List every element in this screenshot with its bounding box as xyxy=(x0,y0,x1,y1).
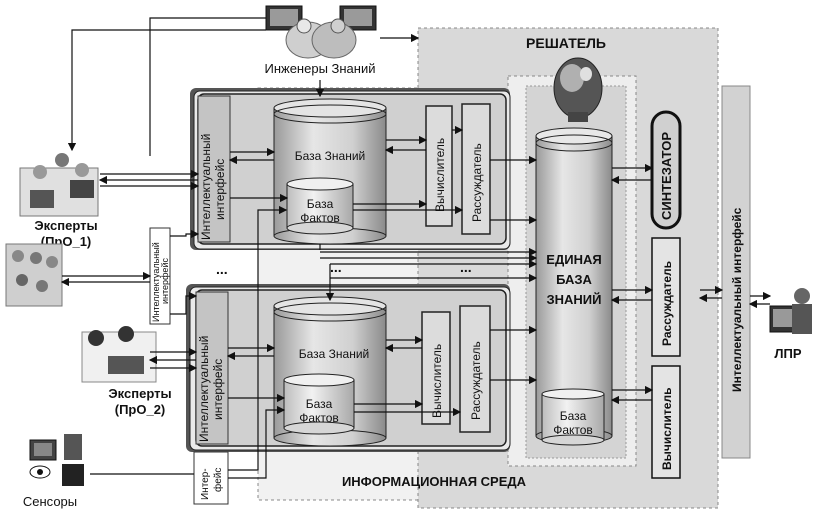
experts-2-sub: (ПрО_2) xyxy=(115,402,166,417)
reasoner-1-label: Рассуждатель xyxy=(470,143,484,222)
unified-facts-line2: Фактов xyxy=(553,423,593,437)
solver-title: РЕШАТЕЛЬ xyxy=(526,35,606,51)
experts-2-label: Эксперты xyxy=(108,386,171,401)
dm-interface-label: Интеллектуальный интерфейс xyxy=(730,207,744,392)
sensor-iface-line1: Интер- xyxy=(200,468,211,500)
unified-kb-body xyxy=(535,135,613,437)
module-1-iface-line1: Интеллектуальный xyxy=(199,134,213,240)
facts-1-top xyxy=(286,177,354,191)
facts-2-line2: Фактов xyxy=(299,411,339,425)
calculator-2-label: Вычислитель xyxy=(430,344,444,418)
facts-2-line1: База xyxy=(306,397,333,411)
calculator-1-label: Вычислитель xyxy=(433,138,447,212)
kb-1-label: База Знаний xyxy=(295,149,366,163)
unified-kb-line2: БАЗА xyxy=(556,272,592,287)
solver-reasoner-label: Рассуждатель xyxy=(660,261,674,346)
unified-kb-line1: ЕДИНАЯ xyxy=(546,252,601,267)
sensor-iface-line2: фейс xyxy=(212,468,224,492)
ellipsis-2: ... xyxy=(330,259,342,275)
solver-reasoner-box xyxy=(651,237,681,357)
synthesizer-label: СИНТЕЗАТОР xyxy=(659,132,674,220)
facts-1-line1: База xyxy=(307,197,334,211)
experts-1-icon xyxy=(19,153,99,217)
kb-2-top-ring xyxy=(273,302,387,322)
kb-1-top xyxy=(273,98,387,118)
sensors-label: Сенсоры xyxy=(23,494,77,509)
unified-kb-top-ring xyxy=(535,134,613,152)
connections xyxy=(60,17,772,479)
unified-facts-bottom xyxy=(541,434,605,446)
unified-kb-top xyxy=(535,127,613,145)
small-iface-line1: Интеллектуальный xyxy=(151,242,161,322)
users-group-icon xyxy=(5,243,63,307)
facts-1-bottom xyxy=(286,221,354,235)
ellipsis-1: ... xyxy=(216,261,228,277)
facts-2-bottom xyxy=(283,421,355,435)
sensor-iface-box xyxy=(193,451,229,505)
reasoner-2-label: Рассуждатель xyxy=(469,341,483,420)
brain-head-icon xyxy=(553,57,603,122)
solver-calculator-label: Вычислитель xyxy=(660,388,674,470)
module-1-iface-line2: интерфейс xyxy=(213,159,227,220)
experts-1-label: Эксперты xyxy=(34,218,97,233)
kb-1-top-ring xyxy=(273,104,387,124)
module-2-iface xyxy=(195,291,229,445)
dm-interface-bar xyxy=(721,85,751,459)
dm-label: ЛПР xyxy=(774,346,801,361)
module-2-iface-line1: Интеллектуальный xyxy=(197,336,211,442)
reasoner-2-box xyxy=(459,305,491,433)
dm-person-icon xyxy=(769,288,812,334)
unified-facts-top xyxy=(541,388,605,400)
info-env-title: ИНФОРМАЦИОННАЯ СРЕДА xyxy=(342,474,527,489)
module-1-iface xyxy=(197,95,231,243)
facts-2-top xyxy=(283,373,355,387)
engineers-icon xyxy=(265,5,377,59)
small-iface-line2: интерфейс xyxy=(160,258,170,304)
sensors-icon xyxy=(29,434,84,486)
kb-2-label: База Знаний xyxy=(299,347,370,361)
solver-calculator-box xyxy=(651,365,681,479)
module-2-iface-line2: интерфейс xyxy=(211,359,225,420)
unified-kb-line3: ЗНАНИЙ xyxy=(547,292,602,307)
facts-1-body xyxy=(286,183,354,229)
calculator-2-box xyxy=(421,311,451,425)
experts-2-icon xyxy=(81,326,157,383)
facts-1-line2: Фактов xyxy=(300,211,340,225)
unified-facts-line1: База xyxy=(560,409,587,423)
ellipsis-3: ... xyxy=(460,259,472,275)
calculator-1-box xyxy=(425,105,453,227)
engineers-label: Инженеры Знаний xyxy=(264,61,375,76)
reasoner-1-box xyxy=(461,103,491,235)
